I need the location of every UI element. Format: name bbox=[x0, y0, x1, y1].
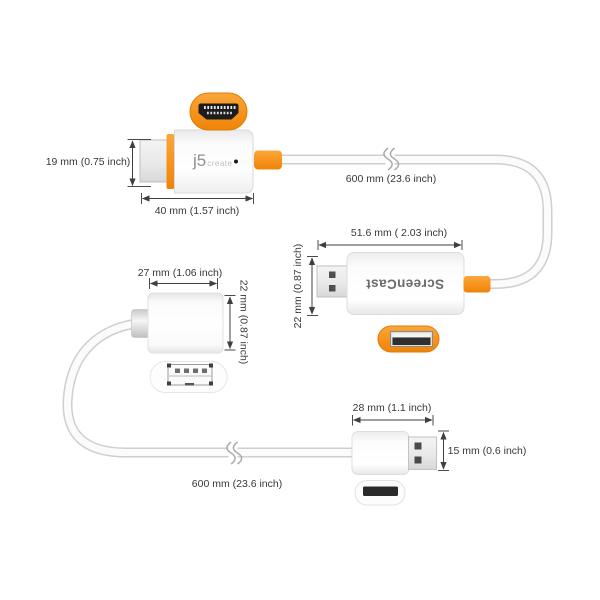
label-adapter-height: 22 mm (0.87 inch) bbox=[237, 279, 250, 365]
dim-adapter-width bbox=[149, 278, 218, 289]
dim-adapter-height bbox=[224, 295, 236, 351]
brand-logo: j5 create bbox=[193, 151, 232, 171]
usb-plug-metal bbox=[316, 265, 349, 298]
strain-relief-orange bbox=[254, 150, 282, 170]
label-hdmi-length: 40 mm (1.57 inch) bbox=[154, 204, 240, 217]
hdmi-orange-ring bbox=[166, 134, 175, 189]
hdmi-connector-front-icon bbox=[189, 92, 248, 131]
label-cable-bottom-length: 600 mm (23.6 inch) bbox=[191, 477, 283, 490]
brand-logo-create: create bbox=[207, 159, 233, 168]
label-hdmi-height: 19 mm (0.75 inch) bbox=[45, 155, 131, 168]
label-usb-height: 15 mm (0.6 inch) bbox=[447, 444, 527, 457]
usb-plug-side bbox=[351, 431, 437, 475]
screencast-device bbox=[316, 252, 491, 315]
usb-port-front-orange-icon bbox=[377, 325, 440, 353]
dim-usb-height bbox=[438, 430, 449, 471]
usb-plug-body bbox=[351, 431, 410, 475]
adapter-collar bbox=[131, 309, 150, 338]
dim-hdmi-height bbox=[127, 139, 151, 187]
cable-bottom bbox=[62, 318, 354, 458]
hdmi-adapter-body bbox=[174, 129, 254, 194]
dim-screencast-length bbox=[317, 240, 463, 250]
strain-relief-orange bbox=[463, 276, 491, 293]
label-usb-length: 28 mm (1.1 inch) bbox=[352, 401, 432, 414]
dim-usb-length bbox=[352, 415, 434, 426]
adapter-body bbox=[147, 292, 224, 354]
usb-port-front-white-icon bbox=[149, 361, 228, 393]
label-cable-top-length: 600 mm (23.6 inch) bbox=[345, 172, 437, 185]
dim-hdmi-length bbox=[141, 193, 254, 204]
label-screencast-height: 22 mm (0.87 inch) bbox=[291, 243, 304, 329]
hdmi-adapter-side bbox=[139, 129, 282, 194]
cable-break-bottom-icon bbox=[226, 441, 243, 465]
led-indicator-dot bbox=[234, 159, 238, 164]
dim-screencast-height bbox=[307, 256, 318, 316]
hdmi-metal-connector bbox=[139, 139, 171, 183]
brand-logo-j5: j5 bbox=[193, 151, 207, 170]
usb-extension-adapter bbox=[131, 292, 224, 354]
cable-break-top-icon bbox=[383, 147, 400, 171]
usb-plug-metal bbox=[408, 436, 437, 470]
usb-plug-front-white-icon bbox=[354, 480, 406, 506]
label-screencast-length: 51.6 mm ( 2.03 inch) bbox=[350, 226, 448, 239]
cable-top bbox=[278, 154, 553, 289]
label-adapter-width: 27 mm (1.06 inch) bbox=[137, 266, 223, 279]
screencast-device-label: ScreenCast bbox=[365, 276, 445, 292]
